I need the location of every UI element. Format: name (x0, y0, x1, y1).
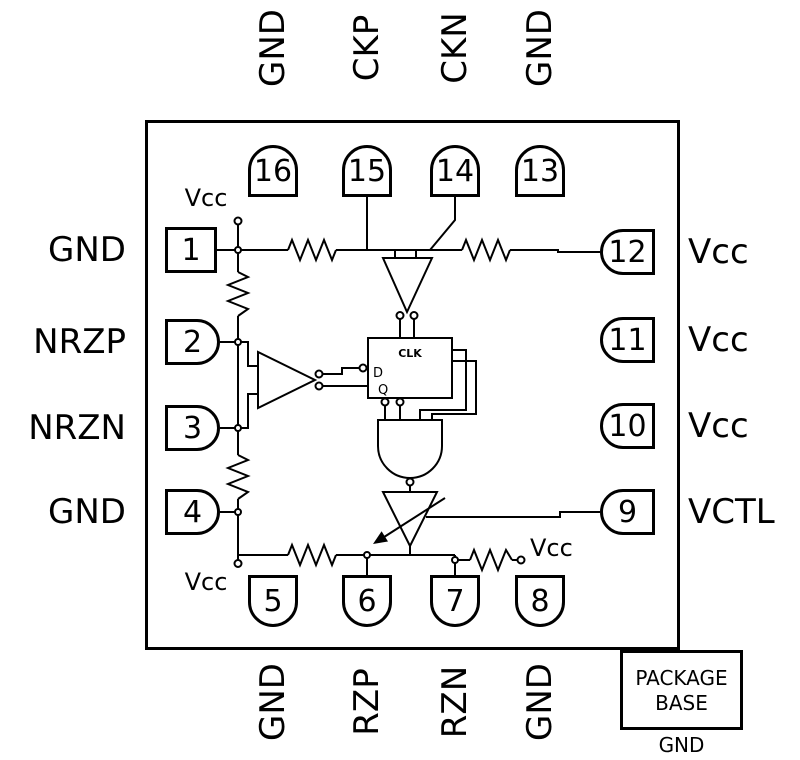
package-base-box: PACKAGE BASE (620, 650, 743, 730)
pin-2-function-label: NRZP (33, 322, 126, 362)
pin-14: 14 (430, 145, 480, 197)
package-base-label-line2: BASE (655, 691, 708, 715)
pin-16: 16 (248, 145, 298, 197)
pin-1: 1 (165, 227, 217, 273)
pin-8-number: 8 (530, 583, 550, 619)
pin-3-function-label: NRZN (28, 408, 126, 448)
package-base-gnd-label: GND (658, 733, 705, 757)
pin-10-function-label: Vcc (688, 406, 749, 446)
pin-5-function-label: GND (253, 663, 293, 741)
pin-5-number: 5 (263, 583, 283, 619)
pin-4: 4 (165, 489, 220, 535)
pin-3: 3 (165, 405, 220, 451)
pin-16-function-label: GND (253, 9, 293, 87)
pin-7-function-label: RZN (435, 665, 475, 739)
pin-12-function-label: Vcc (688, 232, 749, 272)
pin-10: 10 (600, 403, 655, 449)
pin-2-number: 2 (182, 324, 203, 360)
package-base-label-line1: PACKAGE (635, 666, 728, 690)
package-outline (145, 120, 680, 650)
pin-11-number: 11 (608, 322, 647, 358)
pin-12: 12 (600, 229, 655, 275)
pin-11-function-label: Vcc (688, 320, 749, 360)
pin-9-number: 9 (617, 494, 638, 530)
pin-10-number: 10 (608, 408, 647, 444)
pin-11: 11 (600, 317, 655, 363)
pin-15-number: 15 (347, 153, 387, 189)
pin-9: 9 (600, 489, 655, 535)
pin-14-number: 14 (435, 153, 475, 189)
pin-13-number: 13 (520, 153, 560, 189)
pin-15: 15 (342, 145, 392, 197)
pin-14-function-label: CKN (435, 12, 475, 84)
pin-2: 2 (165, 319, 220, 365)
pin-1-function-label: GND (48, 230, 126, 270)
pin-12-number: 12 (608, 234, 647, 270)
pin-6: 6 (342, 575, 392, 627)
pin-13-function-label: GND (520, 9, 560, 87)
pin-9-function-label: VCTL (688, 492, 775, 532)
pin-6-number: 6 (357, 583, 377, 619)
pin-4-number: 4 (182, 494, 203, 530)
pin-16-number: 16 (253, 153, 293, 189)
pin-15-function-label: CKP (347, 14, 387, 82)
pin-1-number: 1 (181, 232, 201, 268)
pin-13: 13 (515, 145, 565, 197)
pin-5: 5 (248, 575, 298, 627)
pin-6-function-label: RZP (347, 668, 387, 736)
pin-7: 7 (430, 575, 480, 627)
pin-8: 8 (515, 575, 565, 627)
pin-8-function-label: GND (520, 663, 560, 741)
pin-4-function-label: GND (48, 492, 126, 532)
pin-7-number: 7 (445, 583, 465, 619)
pin-3-number: 3 (182, 410, 203, 446)
